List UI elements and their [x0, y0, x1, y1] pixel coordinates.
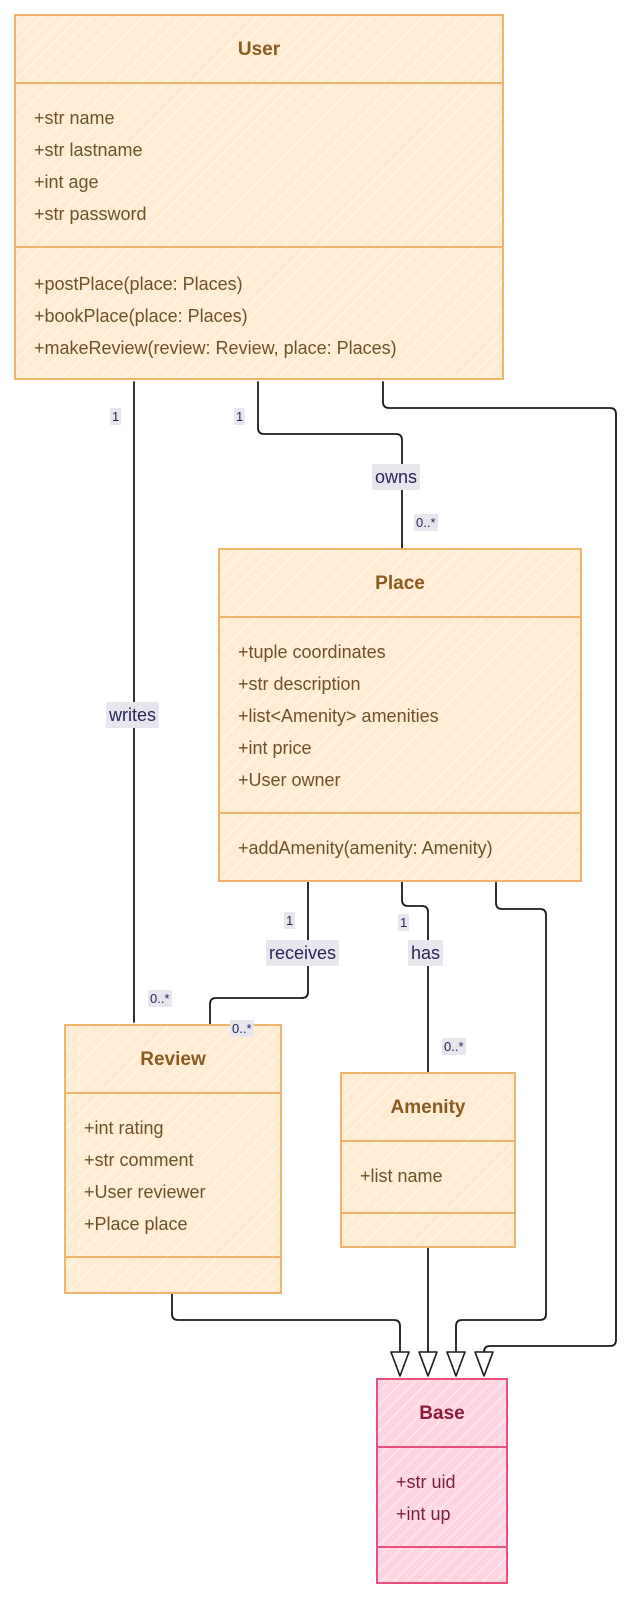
mult-receives-target: 0..*: [230, 1020, 254, 1037]
label-receives: receives: [266, 940, 340, 966]
method: +makeReview(review: Review, place: Place…: [34, 338, 397, 358]
edge-owns: [257, 381, 403, 549]
method: +bookPlace(place: Places): [34, 306, 248, 326]
attribute: +tuple coordinates: [238, 642, 386, 662]
class-place-methods: +addAmenity(amenity: Amenity): [220, 814, 580, 864]
inherit-arrow-review: [390, 1351, 410, 1377]
attribute: +list<Amenity> amenities: [238, 706, 439, 726]
class-user-name: User: [16, 16, 502, 84]
mult-has-source: 1: [398, 914, 410, 931]
attribute: +str name: [34, 108, 115, 128]
class-place-attributes: +tuple coordinates +str description +lis…: [220, 618, 580, 814]
class-review-name: Review: [66, 1026, 280, 1094]
class-user-methods: +postPlace(place: Places) +bookPlace(pla…: [16, 248, 502, 364]
class-user[interactable]: User +str name +str lastname +int age +s…: [14, 14, 504, 380]
attribute: +list name: [360, 1166, 443, 1186]
mult-has-target: 0..*: [442, 1038, 466, 1055]
class-amenity-name: Amenity: [342, 1074, 514, 1142]
class-base[interactable]: Base +str uid +int up: [376, 1378, 508, 1584]
class-user-attributes: +str name +str lastname +int age +str pa…: [16, 84, 502, 248]
attribute: +str password: [34, 204, 147, 224]
method: +addAmenity(amenity: Amenity): [238, 838, 493, 858]
mult-owns-source: 1: [234, 408, 246, 425]
class-review-attributes: +int rating +str comment +User reviewer …: [66, 1094, 280, 1258]
inherit-arrow-place: [446, 1351, 466, 1377]
inherit-arrow-user: [474, 1351, 494, 1377]
method: +postPlace(place: Places): [34, 274, 243, 294]
mult-writes-target: 0..*: [148, 990, 172, 1007]
edge-review-base: [171, 1293, 401, 1353]
attribute: +str uid: [396, 1472, 456, 1492]
attribute: +User reviewer: [84, 1182, 206, 1202]
label-has: has: [408, 940, 444, 966]
edge-has: [401, 881, 429, 1073]
attribute: +str lastname: [34, 140, 143, 160]
class-base-name: Base: [378, 1380, 506, 1448]
attribute: +int rating: [84, 1118, 164, 1138]
attribute: +str comment: [84, 1150, 194, 1170]
mult-writes-source: 1: [110, 408, 122, 425]
attribute: +int up: [396, 1504, 451, 1524]
class-amenity[interactable]: Amenity +list name: [340, 1072, 516, 1248]
attribute: +str description: [238, 674, 361, 694]
attribute: +User owner: [238, 770, 341, 790]
edge-receives: [209, 881, 309, 1025]
class-amenity-attributes: +list name: [342, 1142, 514, 1214]
edge-place-base: [455, 881, 547, 1353]
mult-owns-target: 0..*: [414, 514, 438, 531]
mult-receives-source: 1: [284, 912, 296, 929]
edge-user-base: [382, 381, 617, 1353]
attribute: +int age: [34, 172, 99, 192]
attribute: +Place place: [84, 1214, 188, 1234]
class-base-attributes: +str uid +int up: [378, 1448, 506, 1548]
label-owns: owns: [372, 464, 421, 490]
inherit-arrow-amenity: [418, 1351, 438, 1377]
label-writes: writes: [106, 702, 160, 728]
class-place[interactable]: Place +tuple coordinates +str descriptio…: [218, 548, 582, 882]
class-review[interactable]: Review +int rating +str comment +User re…: [64, 1024, 282, 1294]
class-place-name: Place: [220, 550, 580, 618]
attribute: +int price: [238, 738, 312, 758]
